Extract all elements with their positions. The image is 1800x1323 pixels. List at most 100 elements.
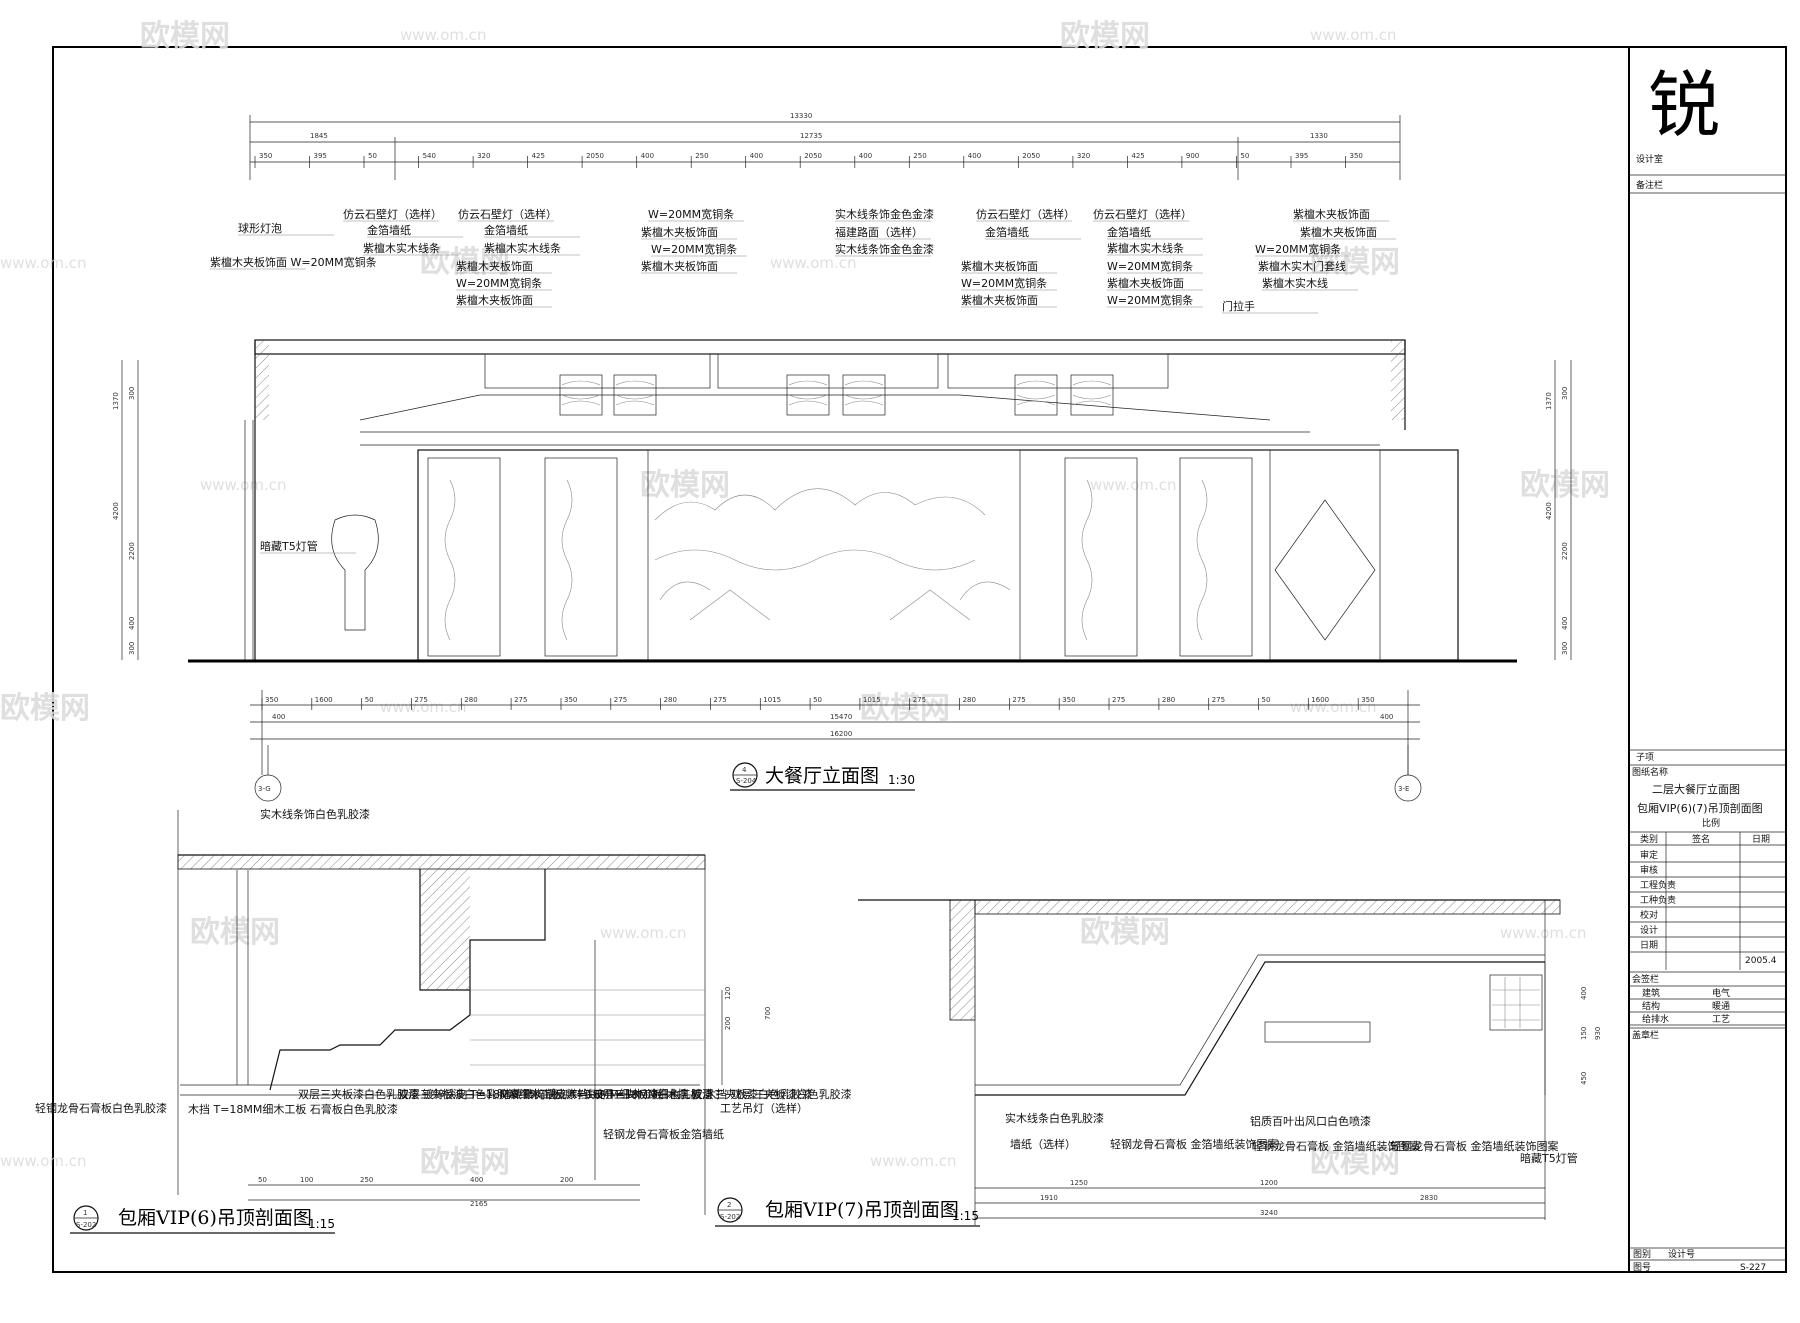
watermark: 欧模网 www.om.cn: [870, 1145, 1400, 1180]
bottom-dim-row1-value: 275: [913, 696, 926, 704]
sheet-label: 图号: [1633, 1262, 1651, 1273]
countersign-item: 暖通: [1712, 1000, 1730, 1012]
elevation-label: 金箔墙纸: [1107, 225, 1151, 239]
right-dim-4: 2200: [1561, 542, 1569, 560]
vip6-label-7: 轻钢龙骨石膏板金箔墙纸: [603, 1127, 724, 1141]
elevation-label: W=20MM宽铜条: [1107, 259, 1193, 273]
countersign-item: 结构: [1642, 1000, 1660, 1012]
left-dim-4: 2200: [128, 542, 136, 560]
wall-panels: [244, 420, 1459, 661]
bottom-dim-row1-value: 1015: [863, 696, 881, 704]
countersign-item: 工艺: [1712, 1014, 1730, 1025]
elevation-label: 金箔墙纸: [367, 223, 411, 237]
remarks-label: 备注栏: [1636, 179, 1663, 191]
lantern-group-2: [786, 374, 886, 416]
watermark-url: www.om.cn: [0, 254, 87, 272]
watermark-brand: 欧模网: [640, 468, 730, 503]
top-dim-row3-value: 320: [477, 152, 490, 160]
top-dim-row3-value: 2050: [804, 152, 822, 160]
bottom-dim-row1-value: 275: [614, 696, 627, 704]
watermark-url: www.om.cn: [0, 1152, 87, 1170]
watermark: 欧模网 www.om.cn: [190, 915, 687, 950]
watermark: 欧模网 www.om.cn: [420, 245, 857, 280]
bottom-dim-row1-value: 1600: [315, 696, 333, 704]
table-header-signature: 签名: [1692, 833, 1710, 845]
top-dim-row3-value: 250: [913, 152, 926, 160]
vip6-ref-number: 1: [83, 1209, 87, 1217]
bottom-dim-row1-value: 350: [1062, 696, 1075, 704]
elevation-label: 仿云石壁灯（选样）: [1093, 207, 1192, 221]
vip6-dim-3: 250: [360, 1176, 373, 1184]
vip7-dim-2: 1910: [1040, 1194, 1058, 1202]
left-dim-1: 1370: [112, 392, 120, 410]
countersign-item: 电气: [1712, 987, 1730, 999]
drawing-name-line1: 二层大餐厅立面图: [1652, 782, 1740, 796]
bottom-dim-row1-value: 280: [664, 696, 677, 704]
vip7-label-2: 墙纸（选样）: [1010, 1137, 1076, 1151]
elevation-label: 门拉手: [1222, 299, 1255, 313]
design-office-label: 设计室: [1636, 153, 1663, 165]
right-dim-2: 300: [1561, 387, 1569, 400]
title-block-row-label: 审定: [1640, 849, 1658, 861]
watermark-brand: 欧模网: [1080, 915, 1170, 950]
scale-label: 比例: [1702, 817, 1720, 829]
watermark-brand: 欧模网: [1310, 1145, 1400, 1180]
elevation-label: 紫檀木夹板饰面: [1300, 225, 1377, 239]
bottom-dim-row2-right: 400: [1380, 713, 1393, 721]
vip7-label-1: 实木线条白色乳胶漆: [1005, 1111, 1104, 1125]
right-dim-5: 400: [1561, 617, 1569, 630]
watermark-brand: 欧模网: [1520, 468, 1610, 503]
vip7-dim-5: 3240: [1260, 1209, 1278, 1217]
drawing-name-label: 图纸名称: [1632, 766, 1668, 778]
vip6-label-2: 轻钢龙骨石膏板白色乳胶漆: [35, 1101, 167, 1115]
watermark-url: www.om.cn: [1090, 476, 1177, 494]
watermark-url: www.om.cn: [1500, 924, 1587, 942]
watermark: 欧模网 www.om.cn: [860, 691, 1377, 726]
vip6-dim-total: 2165: [470, 1200, 488, 1208]
top-dim-left: 1845: [310, 132, 328, 140]
watermark-url: www.om.cn: [770, 254, 857, 272]
right-dim-6: 300: [1561, 642, 1569, 655]
top-dim-row3-value: 400: [641, 152, 654, 160]
watermark: 欧模网 www.om.cn: [0, 245, 1400, 280]
drawing-name-line2: 包厢VIP(6)(7)吊顶剖面图: [1637, 801, 1763, 815]
watermark-url: www.om.cn: [1290, 698, 1377, 716]
signature-mark: 锐: [1648, 63, 1720, 147]
left-dim-2: 300: [128, 387, 136, 400]
ceiling-band: [254, 339, 1406, 660]
bottom-dim-row1-value: 280: [464, 696, 477, 704]
vip6-label-4: 双层三夹板漆白色乳胶漆 镀锌铁皮 T=18MM细木工板 木挡 双层三夹板漆白色乳…: [298, 1087, 713, 1101]
vip7-rdim-3: 930: [1594, 1027, 1602, 1040]
vip7-dim-4: 2830: [1420, 1194, 1438, 1202]
elevation-label: 紫檀木夹板饰面: [961, 259, 1038, 273]
title-block-row-label: 日期: [1640, 940, 1658, 951]
watermark-url: www.om.cn: [380, 698, 467, 716]
left-dim-3: 4200: [112, 502, 120, 520]
top-dim-right: 1330: [1310, 132, 1328, 140]
elevation-label: 实木线条饰金色金漆: [835, 207, 934, 221]
vip6-rdim-2: 200: [724, 1017, 732, 1030]
title-block-row-label: 设计: [1640, 924, 1658, 936]
top-dim-row3-value: 395: [314, 152, 327, 160]
vip7-rdim-4: 450: [1580, 1072, 1588, 1085]
bottom-dim-row1-value: 280: [963, 696, 976, 704]
watermark: 欧模网 www.om.cn: [0, 691, 467, 726]
vip6-label-6: 暗藏T5灯管 镀锌铁皮 T=18MM细木工板 木挡 双层三夹板漆白色乳胶漆: [500, 1087, 852, 1101]
watermark-brand: 欧模网: [140, 19, 230, 54]
watermark-brand: 欧模网: [860, 691, 950, 726]
right-dim-1: 1370: [1545, 392, 1553, 410]
grid-left-label: 3-G: [258, 785, 271, 793]
elevation-label: 紫檀木夹板饰面: [456, 259, 533, 273]
stamp-label: 盖章栏: [1632, 1029, 1659, 1041]
top-dim-row3-value: 2050: [1022, 152, 1040, 160]
watermark-brand: 欧模网: [1060, 19, 1150, 54]
vip6-ref-sheet: S-202: [76, 1221, 96, 1229]
vip6-title: 包厢VIP(6)吊顶剖面图: [118, 1207, 312, 1229]
watermark-url: www.om.cn: [200, 476, 287, 494]
grid-right-label: 3-E: [1398, 785, 1409, 793]
vip6-dim-2: 100: [300, 1176, 313, 1184]
